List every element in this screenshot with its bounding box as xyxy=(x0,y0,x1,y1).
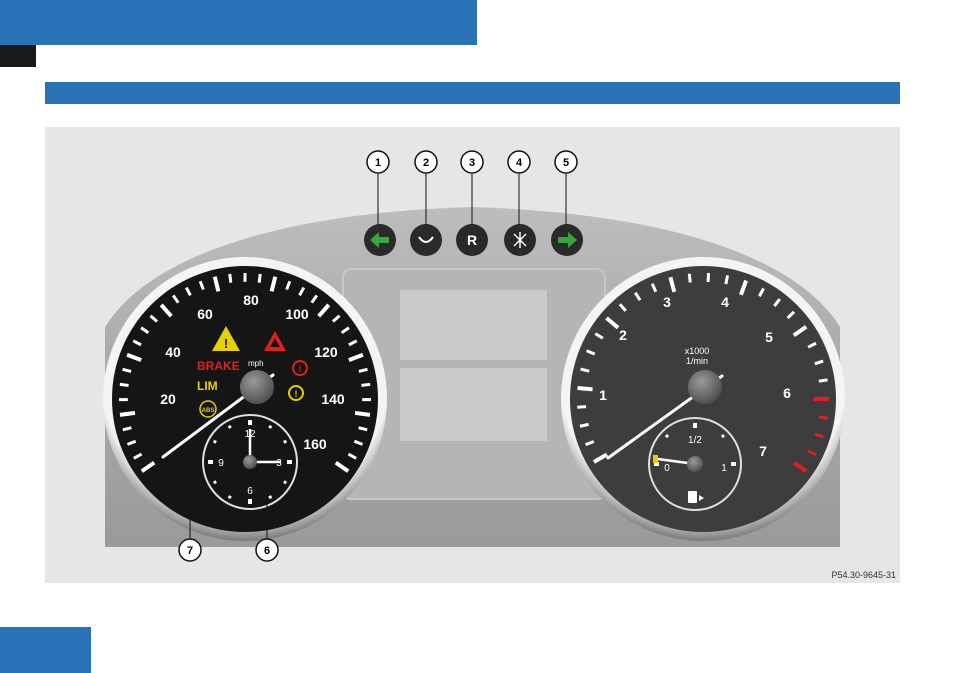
rpm-label: 1 xyxy=(599,387,607,403)
figure-id: P54.30-9645-31 xyxy=(831,570,896,580)
dial-tick xyxy=(120,413,135,415)
speed-label: 20 xyxy=(160,391,176,407)
dial-tick xyxy=(123,428,132,430)
speed-label: 60 xyxy=(197,306,213,322)
svg-text:3: 3 xyxy=(469,157,475,169)
dial-tick xyxy=(819,417,828,418)
callout-2: 2 xyxy=(415,151,437,173)
speed-label: 100 xyxy=(285,306,309,322)
abs-text: ABS xyxy=(202,408,215,414)
svg-text:2: 2 xyxy=(423,157,429,169)
speed-label: 120 xyxy=(314,344,338,360)
section-title-bar xyxy=(45,82,900,104)
svg-text:!: ! xyxy=(295,389,298,399)
dial-tick xyxy=(666,435,668,437)
dial-tick xyxy=(355,413,370,415)
dial-tick xyxy=(359,428,368,430)
instrument-cluster-figure: 20 40 60 80 100 120 140 160 mph ! BRAKE … xyxy=(45,127,900,583)
dial-tick xyxy=(819,380,828,381)
center-display-upper xyxy=(400,290,547,360)
svg-text:1: 1 xyxy=(375,157,381,169)
rpm-unit-multiplier: x1000 xyxy=(685,346,710,356)
page-number-block xyxy=(0,627,91,673)
callout-5: 5 xyxy=(555,151,577,173)
clock-label: 3 xyxy=(276,458,282,469)
dial-tick xyxy=(726,275,728,284)
svg-text:5: 5 xyxy=(563,157,569,169)
dial-tick xyxy=(361,384,370,385)
rpm-unit: 1/min xyxy=(686,356,708,366)
dial-tick xyxy=(581,369,590,371)
rpm-label: 5 xyxy=(765,329,773,345)
svg-text:7: 7 xyxy=(187,545,193,557)
clock-label: 6 xyxy=(247,486,253,497)
dial-tick xyxy=(214,441,217,442)
fuel-reserve-marker xyxy=(653,455,658,463)
dial-tick xyxy=(229,496,230,499)
callout-6: 6 xyxy=(256,539,278,561)
speed-label: 160 xyxy=(303,436,327,452)
rpm-label: 6 xyxy=(783,385,791,401)
dial-tick xyxy=(577,388,592,389)
rpm-label: 3 xyxy=(663,294,671,310)
dial-tick xyxy=(580,424,589,426)
analog-clock: 12 3 6 9 xyxy=(203,415,297,509)
rpm-label: 7 xyxy=(759,443,767,459)
rpm-label: 4 xyxy=(721,294,729,310)
callout-7: 7 xyxy=(179,539,201,561)
clock-label: 9 xyxy=(218,458,224,469)
speedometer: 20 40 60 80 100 120 140 160 mph ! BRAKE … xyxy=(103,257,387,541)
svg-text:!: ! xyxy=(299,364,302,374)
callout-1: 1 xyxy=(367,151,389,173)
reverse-indicator-icon: R xyxy=(467,232,477,248)
dial-tick xyxy=(284,482,287,483)
fuel-gauge: 0 1/2 1 xyxy=(649,418,741,510)
dial-tick xyxy=(577,407,586,408)
dial-tick xyxy=(120,384,129,385)
svg-text:4: 4 xyxy=(516,157,523,169)
fuel-label: 1/2 xyxy=(688,435,702,446)
dial-tick xyxy=(229,426,230,429)
speed-label: 140 xyxy=(321,391,345,407)
speed-unit: mph xyxy=(248,359,264,368)
rpm-label: 2 xyxy=(619,327,627,343)
instrument-cluster-diagram: 20 40 60 80 100 120 140 160 mph ! BRAKE … xyxy=(45,127,900,583)
dial-tick xyxy=(284,441,287,442)
callout-4: 4 xyxy=(508,151,530,173)
brake-warning-text: BRAKE xyxy=(197,359,240,373)
rpm-needle-hub xyxy=(688,370,722,404)
chapter-tab xyxy=(0,45,36,67)
dial-tick xyxy=(123,369,132,371)
dial-tick xyxy=(270,496,271,499)
speed-label: 40 xyxy=(165,344,181,360)
dial-tick xyxy=(359,369,368,371)
dial-tick xyxy=(214,482,217,483)
header-bar xyxy=(0,0,477,45)
fuel-pump-icon xyxy=(688,491,697,503)
dial-tick xyxy=(270,426,271,429)
dial-tick xyxy=(230,274,231,283)
center-display-lower xyxy=(400,368,547,441)
limiter-text: LIM xyxy=(197,379,218,393)
dial-tick xyxy=(722,435,724,437)
callout-3: 3 xyxy=(461,151,483,173)
speed-needle-hub xyxy=(240,370,274,404)
fuel-label: 1 xyxy=(721,463,727,474)
dial-tick xyxy=(689,274,690,283)
svg-text:6: 6 xyxy=(264,545,270,557)
exclamation-icon: ! xyxy=(224,336,228,351)
tachometer: 1 2 3 4 5 6 7 x1000 1/min 0 1/2 1 xyxy=(561,257,845,541)
speed-label: 80 xyxy=(243,292,259,308)
dial-tick xyxy=(259,274,260,283)
fuel-label: 0 xyxy=(664,463,670,474)
